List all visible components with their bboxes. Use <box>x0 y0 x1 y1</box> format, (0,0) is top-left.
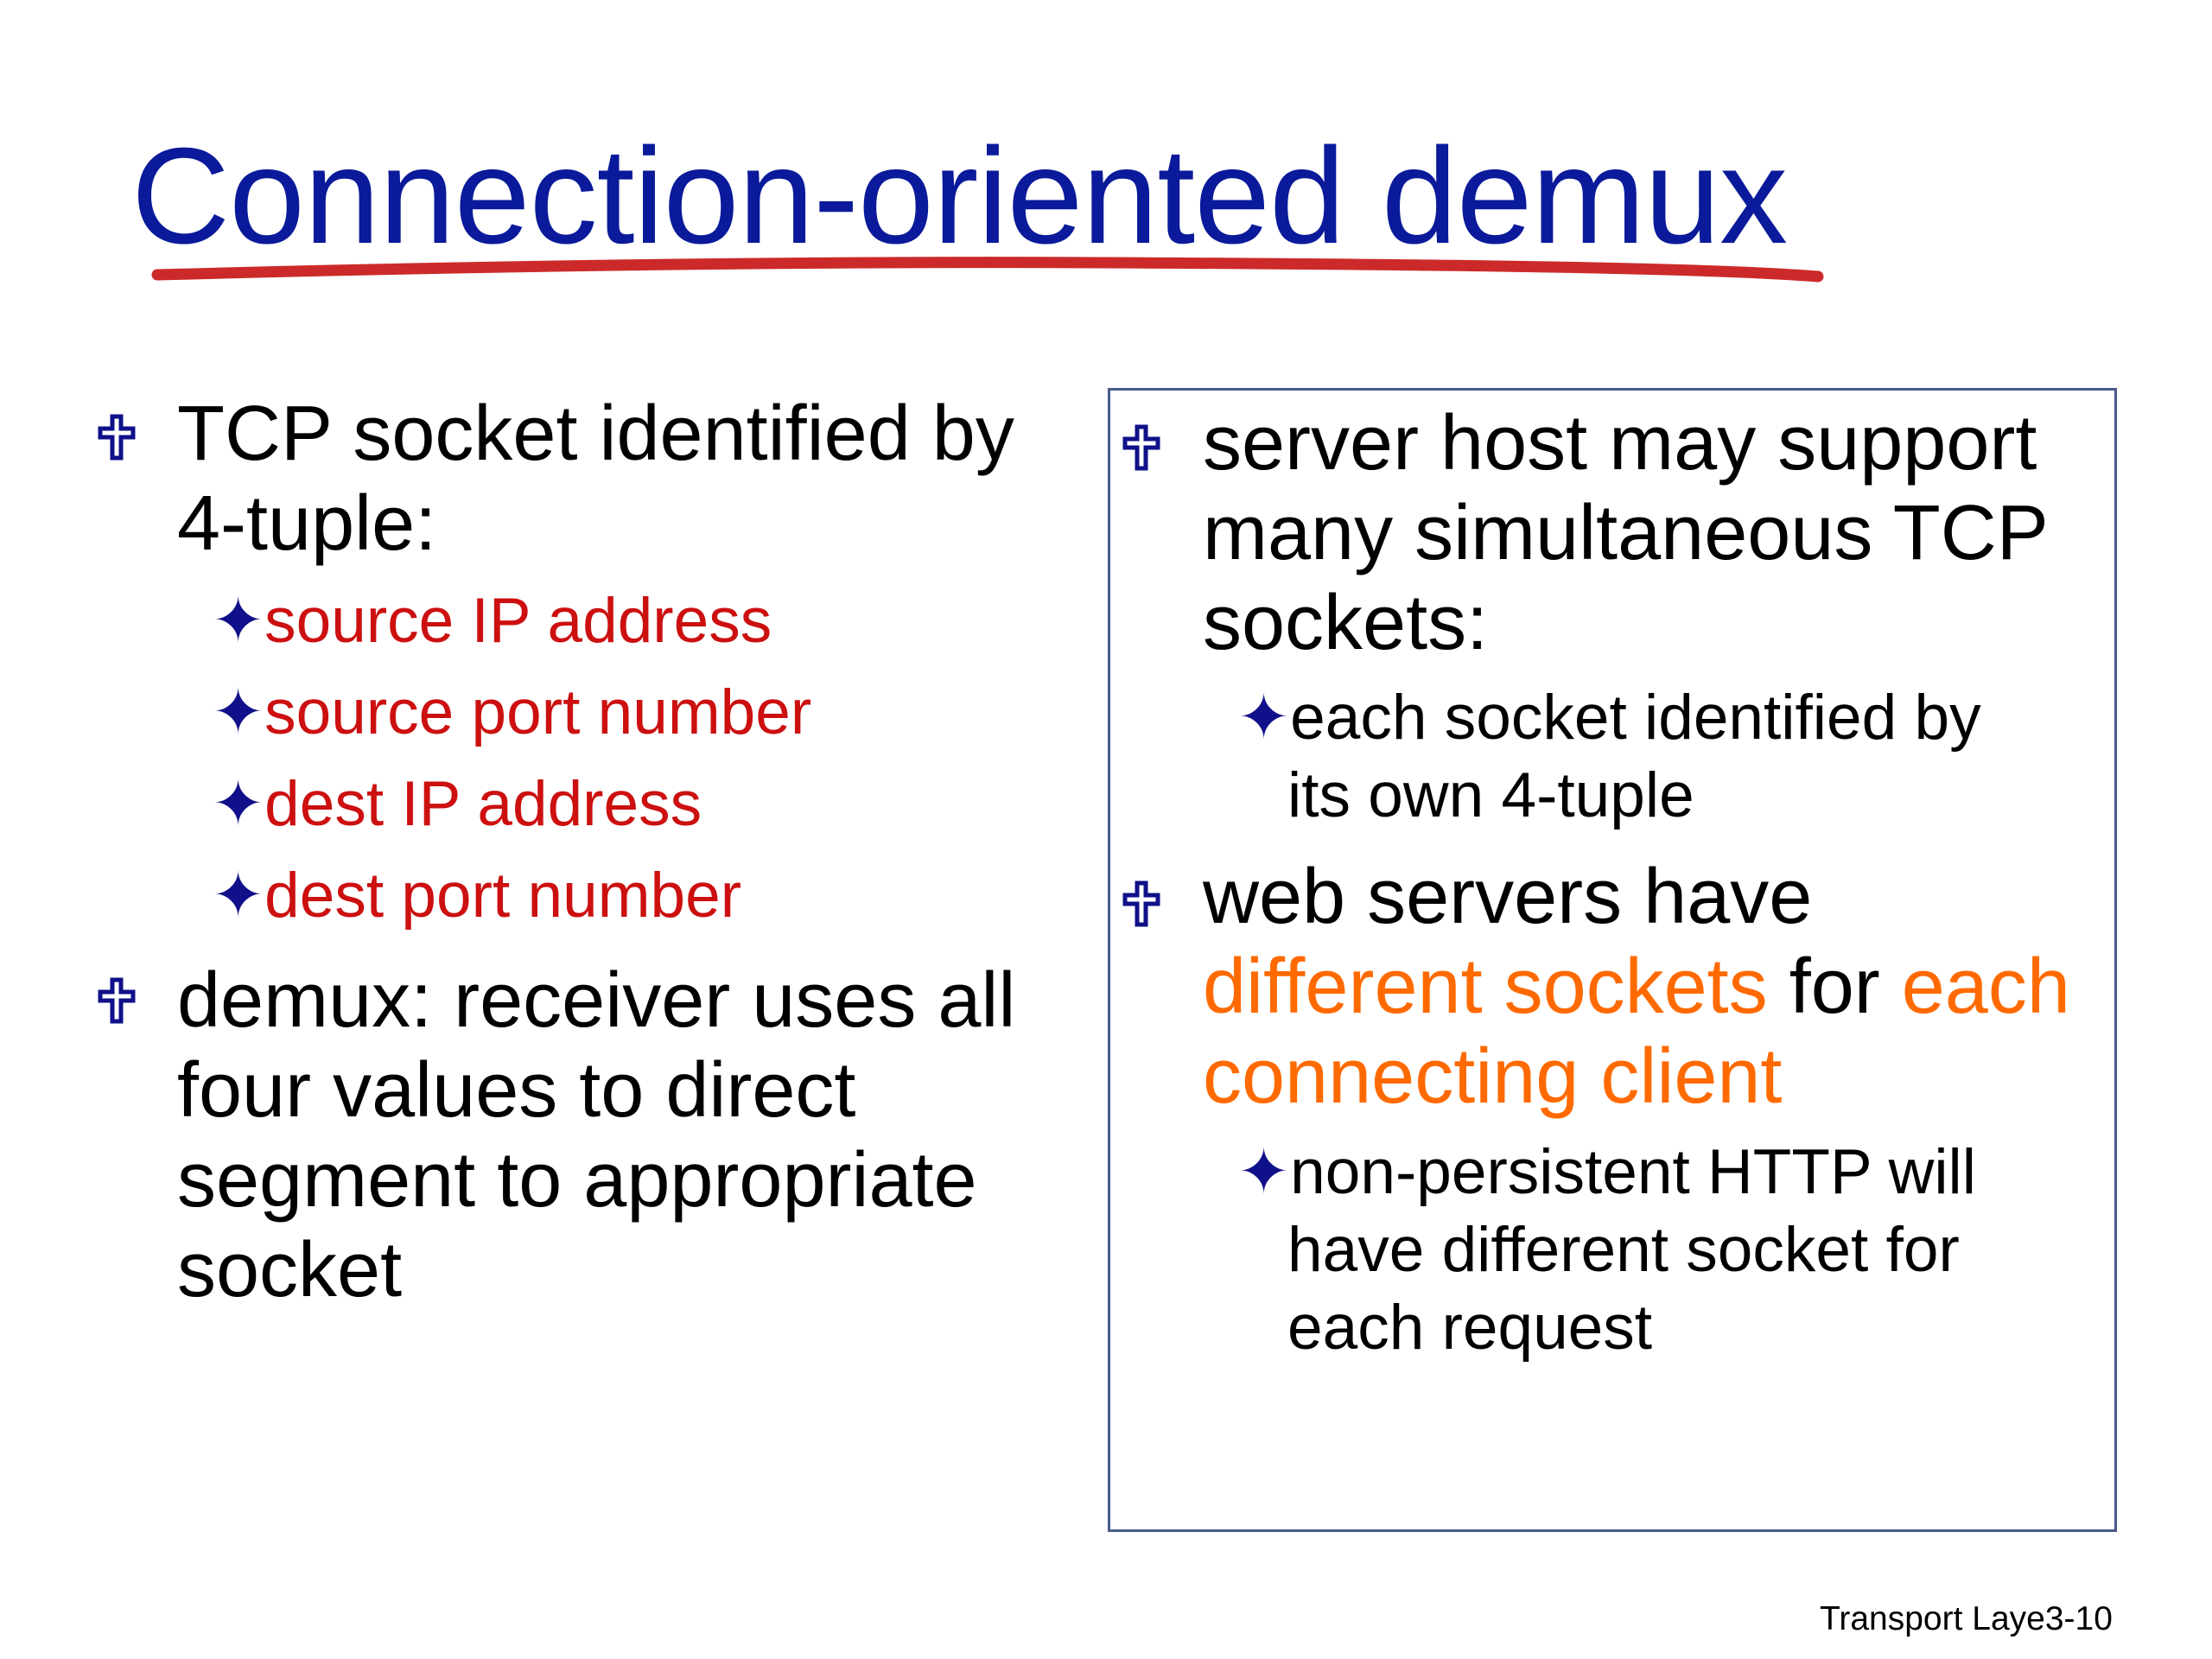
title-underline <box>151 257 1824 283</box>
left-subitem-4: ✦dest port number <box>212 857 741 935</box>
four-point-star-icon: ✦ <box>212 861 265 931</box>
four-point-star-icon: ✦ <box>212 586 265 656</box>
left-subitem-3: ✦dest IP address <box>212 766 702 843</box>
right-sub2-line1: ✦non-persistent HTTP will <box>1237 1134 1976 1211</box>
cross-bullet-icon <box>1122 880 1160 927</box>
subitem-text: dest IP address <box>264 769 702 839</box>
right-sub2-line3: each request <box>1287 1293 1653 1363</box>
right-sub1-line2: its own 4-tuple <box>1287 760 1694 830</box>
right-text-box <box>1108 388 2117 1532</box>
right-bullet1-line3: sockets: <box>1203 580 1489 666</box>
right-sub2-line2: have different socket for <box>1287 1215 1960 1285</box>
right-bullet1-line2: many simultaneous TCP <box>1203 490 2049 576</box>
left-bullet2-line4: socket <box>177 1227 403 1313</box>
cross-bullet-icon <box>98 977 136 1024</box>
right-bullet2-line1: web servers have <box>1203 854 1813 940</box>
slide-title: Connection-oriented demux <box>131 120 1788 272</box>
right-bullet2-line2: different sockets for each <box>1203 942 2070 1032</box>
left-bullet2-line1: demux: receiver uses all <box>177 957 1016 1044</box>
subitem-text: source IP address <box>264 586 772 656</box>
four-point-star-icon: ✦ <box>212 677 265 747</box>
left-bullet1-line2: 4-tuple: <box>177 480 437 567</box>
right-sub1-line1: ✦each socket identified by <box>1237 679 1981 757</box>
subitem-text: dest port number <box>264 861 742 931</box>
left-subitem-1: ✦source IP address <box>212 582 772 660</box>
left-bullet1-line1: TCP socket identified by <box>177 391 1014 477</box>
cross-bullet-icon <box>1122 424 1160 471</box>
highlight-text: each <box>1901 944 2070 1030</box>
left-subitem-2: ✦source port number <box>212 674 811 752</box>
left-bullet2-line3: segment to appropriate <box>177 1137 977 1224</box>
subitem-text: each socket identified by <box>1290 683 1981 753</box>
plain-text: for <box>1767 944 1902 1030</box>
highlight-text: different sockets <box>1203 944 1768 1030</box>
four-point-star-icon: ✦ <box>1237 1137 1291 1207</box>
cross-bullet-icon <box>98 414 136 461</box>
four-point-star-icon: ✦ <box>1237 683 1291 753</box>
left-bullet2-line2: four values to direct <box>177 1047 856 1134</box>
four-point-star-icon: ✦ <box>212 769 265 839</box>
subitem-text: source port number <box>264 677 812 747</box>
right-bullet1-line1: server host may support <box>1203 400 2037 486</box>
slide-footer: Transport Laye3-10 <box>1820 1600 2113 1637</box>
right-bullet2-line3: connecting client <box>1203 1033 1783 1120</box>
subitem-text: non-persistent HTTP will <box>1290 1137 1976 1207</box>
